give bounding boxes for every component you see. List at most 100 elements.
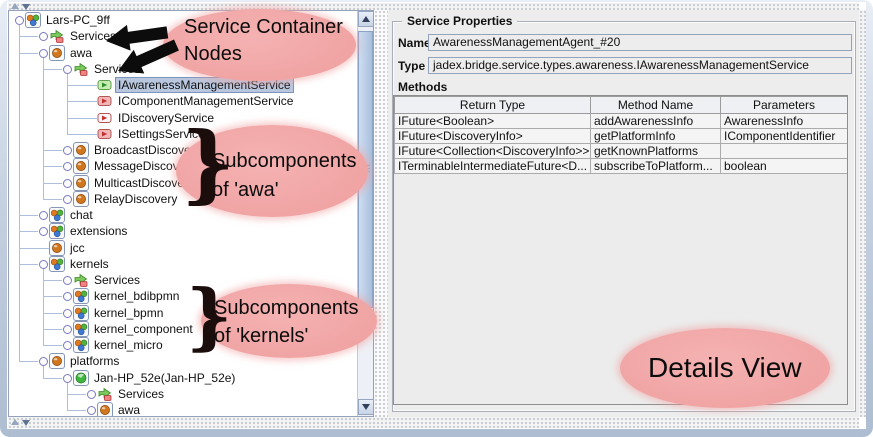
- tree-toggle-handle[interactable]: [63, 162, 72, 172]
- tree-toggle-handle[interactable]: [63, 308, 72, 318]
- tree-toggle-handle[interactable]: [87, 406, 96, 415]
- tree-row-label: awa: [118, 403, 141, 417]
- tree-row[interactable]: MessageDiscovery: [9, 158, 373, 175]
- tree-row[interactable]: Services: [9, 272, 373, 288]
- table-row[interactable]: ITerminableIntermediateFuture<D...subscr…: [394, 158, 847, 174]
- tree-toggle-handle[interactable]: [39, 48, 48, 58]
- tree-scrollbar[interactable]: [357, 11, 373, 416]
- tree-toggle-handle[interactable]: [39, 211, 48, 220]
- tree-row[interactable]: RelayDiscovery: [9, 190, 373, 207]
- tree-toggle-handle[interactable]: [63, 373, 72, 383]
- tree-row-label: IDiscoveryService: [118, 110, 215, 125]
- tree-connector-line: [19, 247, 49, 249]
- tree-connector-line: [67, 133, 97, 135]
- split-divider-bottom[interactable]: [8, 417, 859, 428]
- collapse-down-icon[interactable]: [22, 420, 30, 426]
- tree-row[interactable]: Services: [9, 61, 373, 77]
- tree-connector-line: [43, 150, 62, 151]
- tree-row[interactable]: kernel_component: [9, 320, 373, 337]
- collapse-up-icon[interactable]: [11, 3, 19, 9]
- tree-row[interactable]: kernel_bdibpmn: [9, 288, 373, 305]
- tree-toggle-handle[interactable]: [39, 32, 48, 42]
- tree-row-label: Services: [94, 273, 141, 287]
- tree-toggle-handle[interactable]: [63, 194, 72, 204]
- table-cell: subscribeToPlatform...: [590, 158, 721, 174]
- tree-toggle-handle[interactable]: [63, 178, 72, 188]
- tree-row[interactable]: Jan-HP_52e(Jan-HP_52e): [9, 369, 373, 386]
- tree-row[interactable]: awa: [9, 44, 373, 61]
- globe-icon: [73, 369, 89, 386]
- tree-toggle-handle[interactable]: [87, 389, 96, 399]
- tree-row[interactable]: Services: [9, 28, 373, 44]
- tree-row-label: Services: [70, 29, 117, 44]
- tree-connector-line: [43, 296, 62, 298]
- type-field[interactable]: jadex.bridge.service.types.awareness.IAw…: [428, 57, 852, 74]
- down-arrow-icon: [362, 404, 370, 410]
- scrollbar-thumb[interactable]: [358, 31, 373, 308]
- scroll-down-button[interactable]: [358, 399, 373, 415]
- tree-row-label: kernel_bpmn: [94, 305, 164, 320]
- tree-connector-line: [67, 410, 86, 411]
- tree-row[interactable]: kernel_micro: [9, 337, 373, 353]
- split-divider-vertical[interactable]: [374, 10, 388, 417]
- collapse-up-icon[interactable]: [11, 419, 19, 425]
- thumb-grip-icon: [361, 164, 370, 174]
- tree-row[interactable]: BroadcastDiscovery: [9, 142, 373, 158]
- tree-row[interactable]: Lars-PC_9ff: [9, 12, 373, 28]
- scroll-up-button[interactable]: [358, 11, 373, 27]
- tree-connector-line: [43, 182, 62, 184]
- split-divider-top[interactable]: [8, 3, 859, 10]
- tree-row-label: platforms: [70, 354, 120, 369]
- column-header[interactable]: Return Type: [394, 96, 591, 114]
- tree-toggle-handle[interactable]: [39, 227, 48, 237]
- table-cell: [720, 143, 847, 159]
- tree-row[interactable]: Services: [9, 386, 373, 402]
- tree-row[interactable]: platforms: [9, 353, 373, 370]
- tree-toggle-handle[interactable]: [63, 324, 72, 334]
- tree-row-label: Services: [94, 61, 141, 76]
- services-icon: [73, 272, 89, 288]
- services-icon: [97, 386, 113, 402]
- tree-row[interactable]: IAwarenessManagementService: [9, 77, 373, 93]
- column-header[interactable]: Method Name: [590, 96, 721, 114]
- tree-row[interactable]: chat: [9, 207, 373, 223]
- column-header[interactable]: Parameters: [720, 96, 847, 114]
- tree-row[interactable]: kernels: [9, 255, 373, 272]
- table-cell: IFuture<Collection<DiscoveryInfo>>: [394, 143, 591, 159]
- table-row[interactable]: IFuture<Collection<DiscoveryInfo>>getKno…: [394, 143, 847, 159]
- platform-icon: [73, 304, 89, 321]
- tree-row[interactable]: extensions: [9, 223, 373, 240]
- tree-connector-line: [43, 377, 62, 379]
- tree-row[interactable]: awa: [9, 402, 373, 417]
- component-icon: [49, 239, 65, 256]
- service-red-icon: [97, 126, 113, 142]
- tree-toggle-handle[interactable]: [39, 259, 48, 269]
- collapse-down-icon[interactable]: [22, 4, 30, 10]
- tree-connector-line: [19, 25, 20, 362]
- tree-row[interactable]: IDiscoveryService: [9, 110, 373, 126]
- tree-toggle-handle[interactable]: [63, 292, 72, 302]
- component-icon: [49, 353, 65, 370]
- tree-row[interactable]: MulticastDiscovery: [9, 174, 373, 191]
- tree-toggle-handle[interactable]: [63, 146, 72, 155]
- tree-toggle-handle[interactable]: [63, 341, 72, 350]
- name-field[interactable]: AwarenessManagementAgent_#20: [428, 34, 852, 51]
- tree-row[interactable]: jcc: [9, 239, 373, 256]
- tree-row[interactable]: ISettingsService: [9, 126, 373, 142]
- platform-icon: [49, 223, 65, 240]
- tree-toggle-handle[interactable]: [39, 357, 48, 367]
- tree-connector-line: [67, 73, 68, 134]
- tree-toggle-handle[interactable]: [63, 276, 72, 285]
- tree-connector-line: [43, 328, 62, 330]
- tree-connector-line: [67, 393, 86, 395]
- table-cell: IComponentIdentifier: [720, 128, 847, 144]
- tree-row[interactable]: IComponentManagementService: [9, 93, 373, 109]
- tree-toggle-handle[interactable]: [63, 64, 72, 74]
- tree-connector-line: [43, 166, 62, 168]
- tree-toggle-handle[interactable]: [15, 16, 24, 25]
- tree-row[interactable]: kernel_bpmn: [9, 304, 373, 321]
